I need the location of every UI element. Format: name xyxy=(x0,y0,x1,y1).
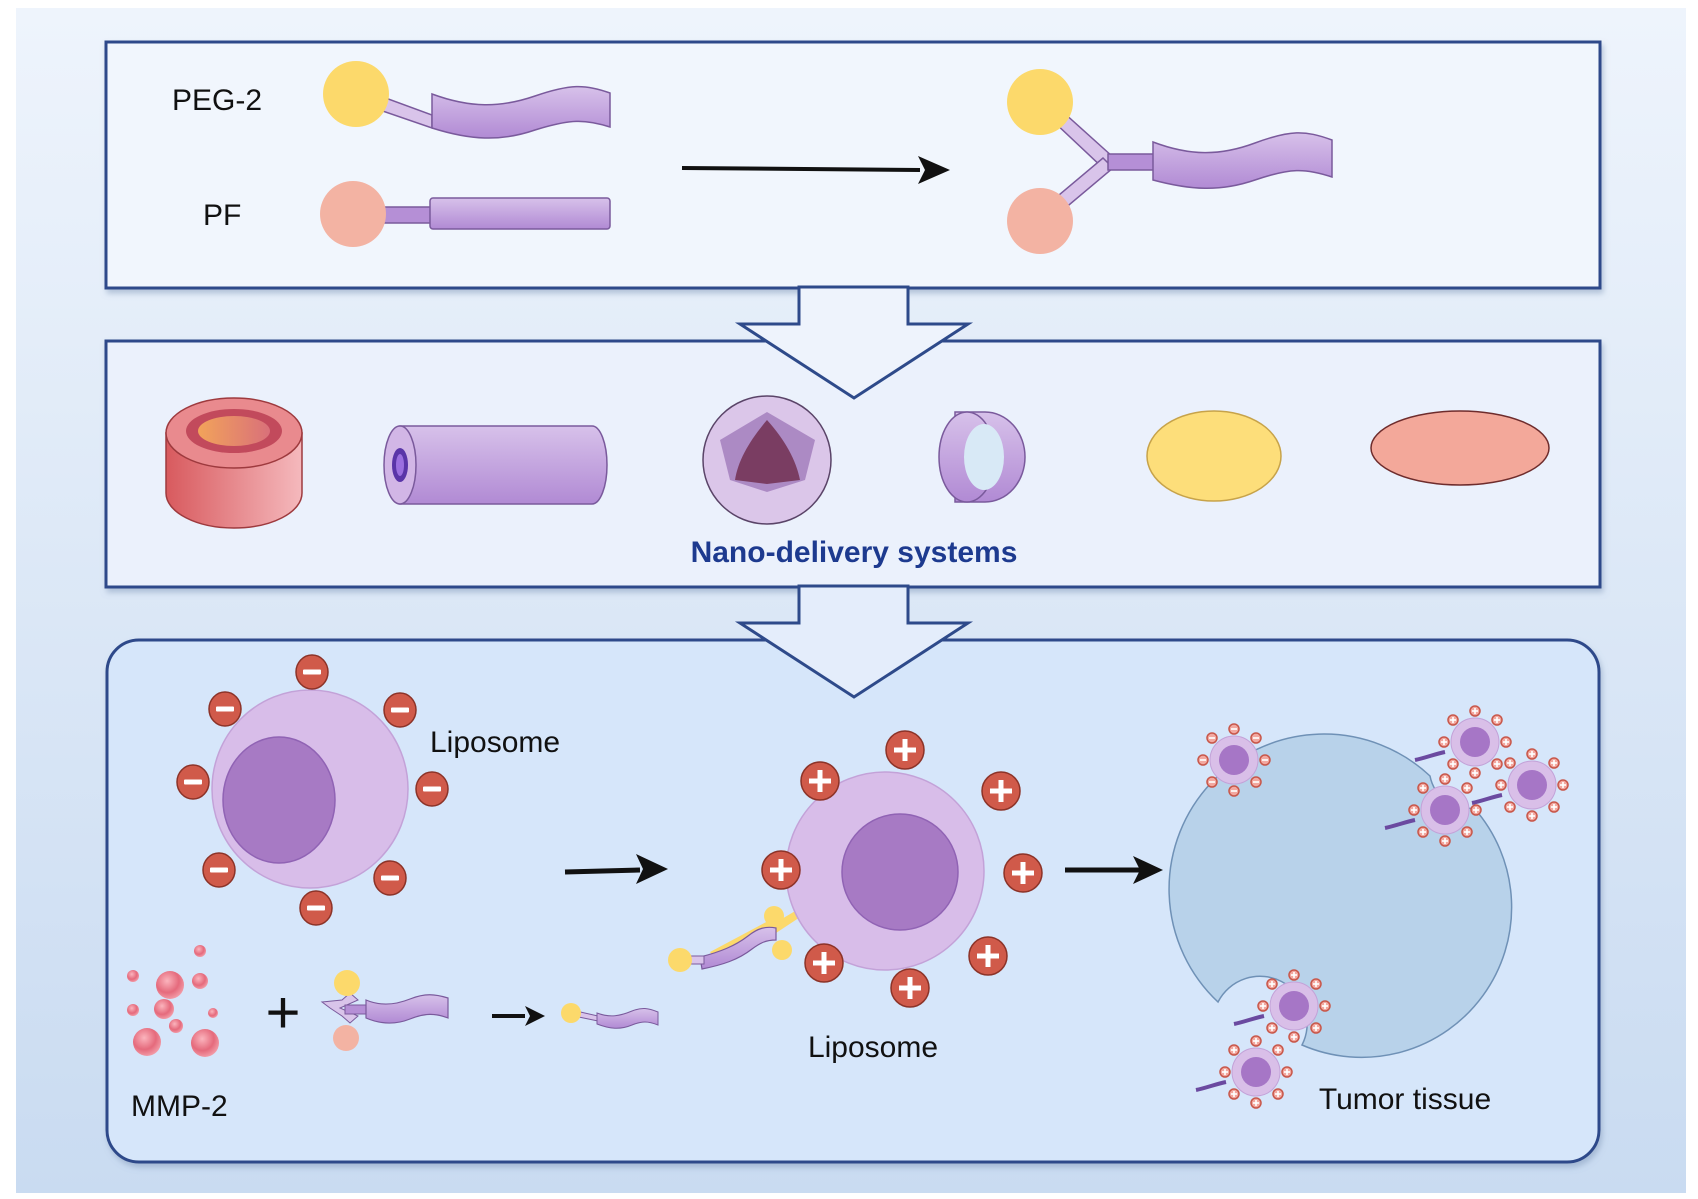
pink-ellipse-icon xyxy=(1370,410,1550,486)
arrow-right-icon xyxy=(681,156,950,184)
panel-synthesis: PEG-2 PF xyxy=(104,40,1602,290)
pf-molecule-icon xyxy=(320,181,611,247)
arrow-right-icon xyxy=(564,854,668,884)
negative-charge-icon xyxy=(299,890,333,926)
label-liposome-positive: Liposome xyxy=(808,1031,938,1064)
core-shell-sphere-icon xyxy=(702,395,832,525)
peg2-molecule-icon xyxy=(323,61,611,139)
combined-molecule-icon xyxy=(1007,69,1333,254)
label-tumor-tissue: Tumor tissue xyxy=(1319,1083,1491,1116)
down-arrow-2-icon xyxy=(734,584,974,699)
mini-liposome-positive-icon xyxy=(1471,748,1569,822)
mini-liposome-positive-icon xyxy=(1195,1035,1293,1109)
label-peg2: PEG-2 xyxy=(172,84,262,117)
cleaved-peg-icon xyxy=(561,1003,659,1029)
negative-charge-icon xyxy=(415,771,449,807)
negative-charge-icon xyxy=(202,852,236,888)
arrow-right-icon xyxy=(1065,856,1163,884)
mini-liposome-positive-icon xyxy=(1414,705,1512,779)
label-pf: PF xyxy=(203,199,241,232)
arrow-right-small-icon xyxy=(492,1006,545,1026)
purple-tube-icon xyxy=(383,425,608,505)
nano-delivery-title: Nano-delivery systems xyxy=(691,536,1018,569)
label-liposome-negative: Liposome xyxy=(430,726,560,759)
negative-charge-icon xyxy=(176,764,210,800)
negative-charge-icon xyxy=(208,691,242,727)
negative-charge-icon xyxy=(295,654,329,690)
yellow-ellipse-icon xyxy=(1146,410,1282,502)
negative-charge-icon xyxy=(373,860,407,896)
mmp2-enzyme-icon xyxy=(127,945,219,1057)
down-arrow-1-icon xyxy=(734,285,974,400)
positive-liposome-icon xyxy=(668,730,1043,1008)
mini-liposome-positive-icon xyxy=(1384,773,1482,847)
plus-sign: + xyxy=(265,979,300,1046)
mini-liposome-positive-icon xyxy=(1233,969,1331,1043)
combined-molecule-small-icon xyxy=(320,970,449,1051)
red-cylinder-icon xyxy=(165,397,303,529)
purple-disc-icon xyxy=(938,411,1026,503)
negative-liposome-icon xyxy=(176,654,449,926)
negative-charge-icon xyxy=(383,692,417,728)
label-mmp2: MMP-2 xyxy=(131,1090,228,1123)
